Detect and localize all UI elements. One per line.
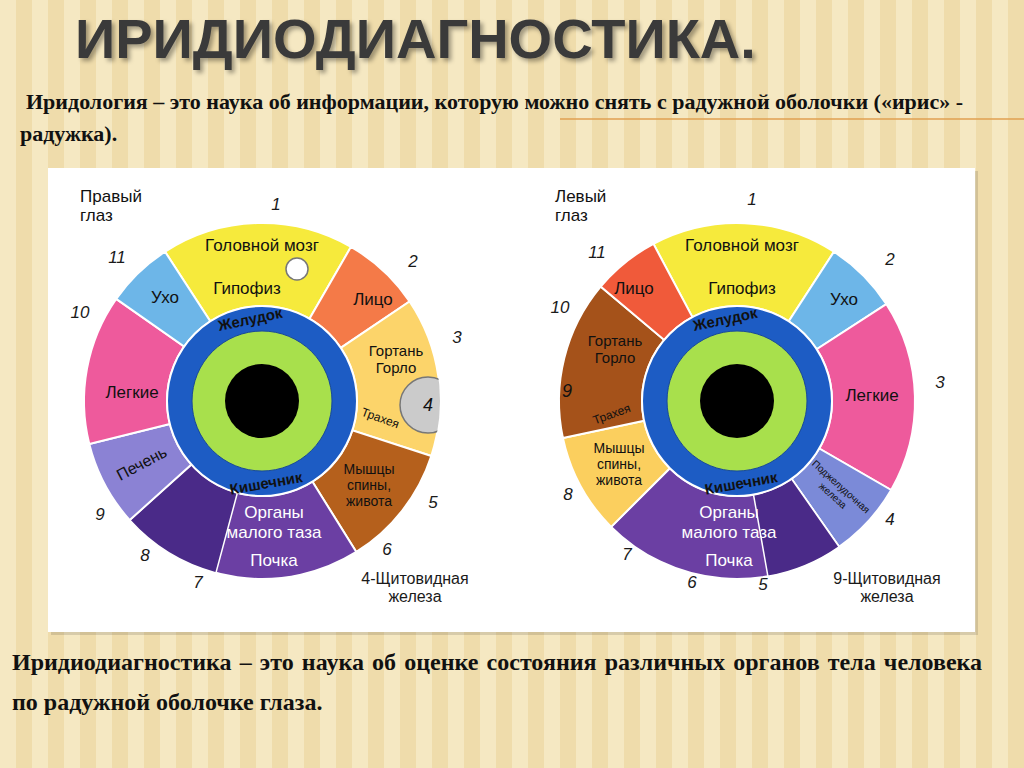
underline — [560, 118, 1024, 120]
intro-text: Иридология – это наука об информации, ко… — [20, 86, 1010, 150]
zone-label: Ухо — [830, 290, 858, 310]
callout-number: 7 — [622, 545, 631, 565]
zone-label: Гортань Горло — [580, 332, 650, 367]
callout-number: 1 — [271, 195, 280, 215]
pupil — [225, 364, 299, 438]
callout-number: 3 — [452, 328, 461, 348]
eye-heading: Правый глаз — [80, 188, 150, 225]
zone-label: Ухо — [151, 288, 179, 308]
callout-number: 3 — [935, 373, 944, 393]
callout-number: 2 — [408, 252, 417, 272]
zone-label: Мышцы спины, живота — [341, 461, 397, 509]
callout-number: 6 — [687, 573, 696, 593]
callout-number: 11 — [108, 248, 126, 268]
slide-title: ИРИДИОДИАГНОСТИКА. — [75, 6, 756, 71]
callout-number: 2 — [885, 250, 894, 270]
zone-label: Гортань Горло — [361, 342, 431, 377]
zone-label: Мышцы спины, живота — [591, 440, 647, 488]
callout-number: 10 — [71, 303, 90, 323]
stomach-ring — [642, 306, 832, 496]
callout-number: 5 — [428, 493, 437, 513]
eye-heading: Левый глаз — [555, 188, 625, 225]
zone-label: Гипофиз — [213, 279, 281, 299]
zone-label: Лицо — [353, 290, 393, 310]
callout-number: 4 — [423, 395, 433, 416]
callout-number: 8 — [140, 546, 149, 566]
definition-text: Иридиодиагностика – это наука об оценке … — [12, 642, 982, 722]
zone-label: Гипофиз — [708, 279, 776, 299]
callout-number: 6 — [382, 540, 391, 560]
zone-label: Почка — [705, 551, 752, 571]
callout-number: 7 — [193, 573, 202, 593]
zone-label: Лицо — [614, 279, 654, 299]
green-ring — [667, 331, 807, 471]
eye-chart: Левый глазГоловной мозгГипофизУхоЛегкиеП… — [540, 180, 960, 610]
gray-spot — [400, 377, 456, 433]
eye-chart: Правый глазГоловной мозгГипофизЛицоГорта… — [60, 180, 480, 610]
stomach-ring — [167, 306, 357, 496]
zone-label: Легкие — [105, 383, 158, 403]
zone-label: Головной мозг — [685, 236, 799, 256]
white-panel — [48, 168, 975, 632]
zone-label: Органы малого таза — [674, 503, 784, 542]
zone-label: Легкие — [845, 386, 898, 406]
callout-number: 4 — [885, 510, 894, 530]
green-ring — [192, 331, 332, 471]
callout-number: 10 — [551, 298, 570, 318]
zone-label: Почка — [250, 551, 297, 571]
zone-label: Головной мозг — [205, 236, 319, 256]
callout-number: 9 — [95, 505, 104, 525]
marker-dot — [286, 258, 308, 280]
callout-note: 4-Щитовидная железа — [340, 570, 490, 607]
callout-number: 1 — [747, 190, 756, 210]
callout-number: 8 — [563, 485, 572, 505]
callout-note: 9-Щитовидная железа — [812, 570, 962, 607]
callout-number: 9 — [562, 381, 572, 402]
zone-label: Органы малого таза — [219, 503, 329, 542]
callout-number: 11 — [588, 243, 606, 263]
pupil — [700, 364, 774, 438]
